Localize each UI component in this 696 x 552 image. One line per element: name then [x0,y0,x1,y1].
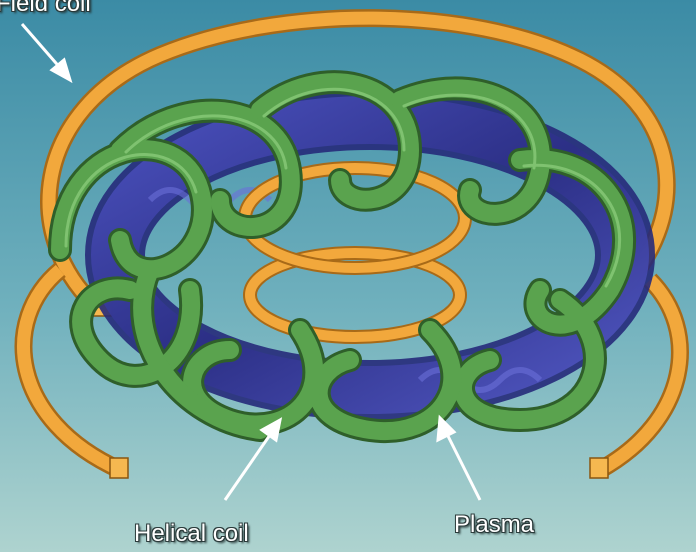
plasma-label: Plasma [454,513,534,537]
field-coil-label: Field coil [0,0,91,16]
helical-coil-label: Helical coil [134,522,249,546]
